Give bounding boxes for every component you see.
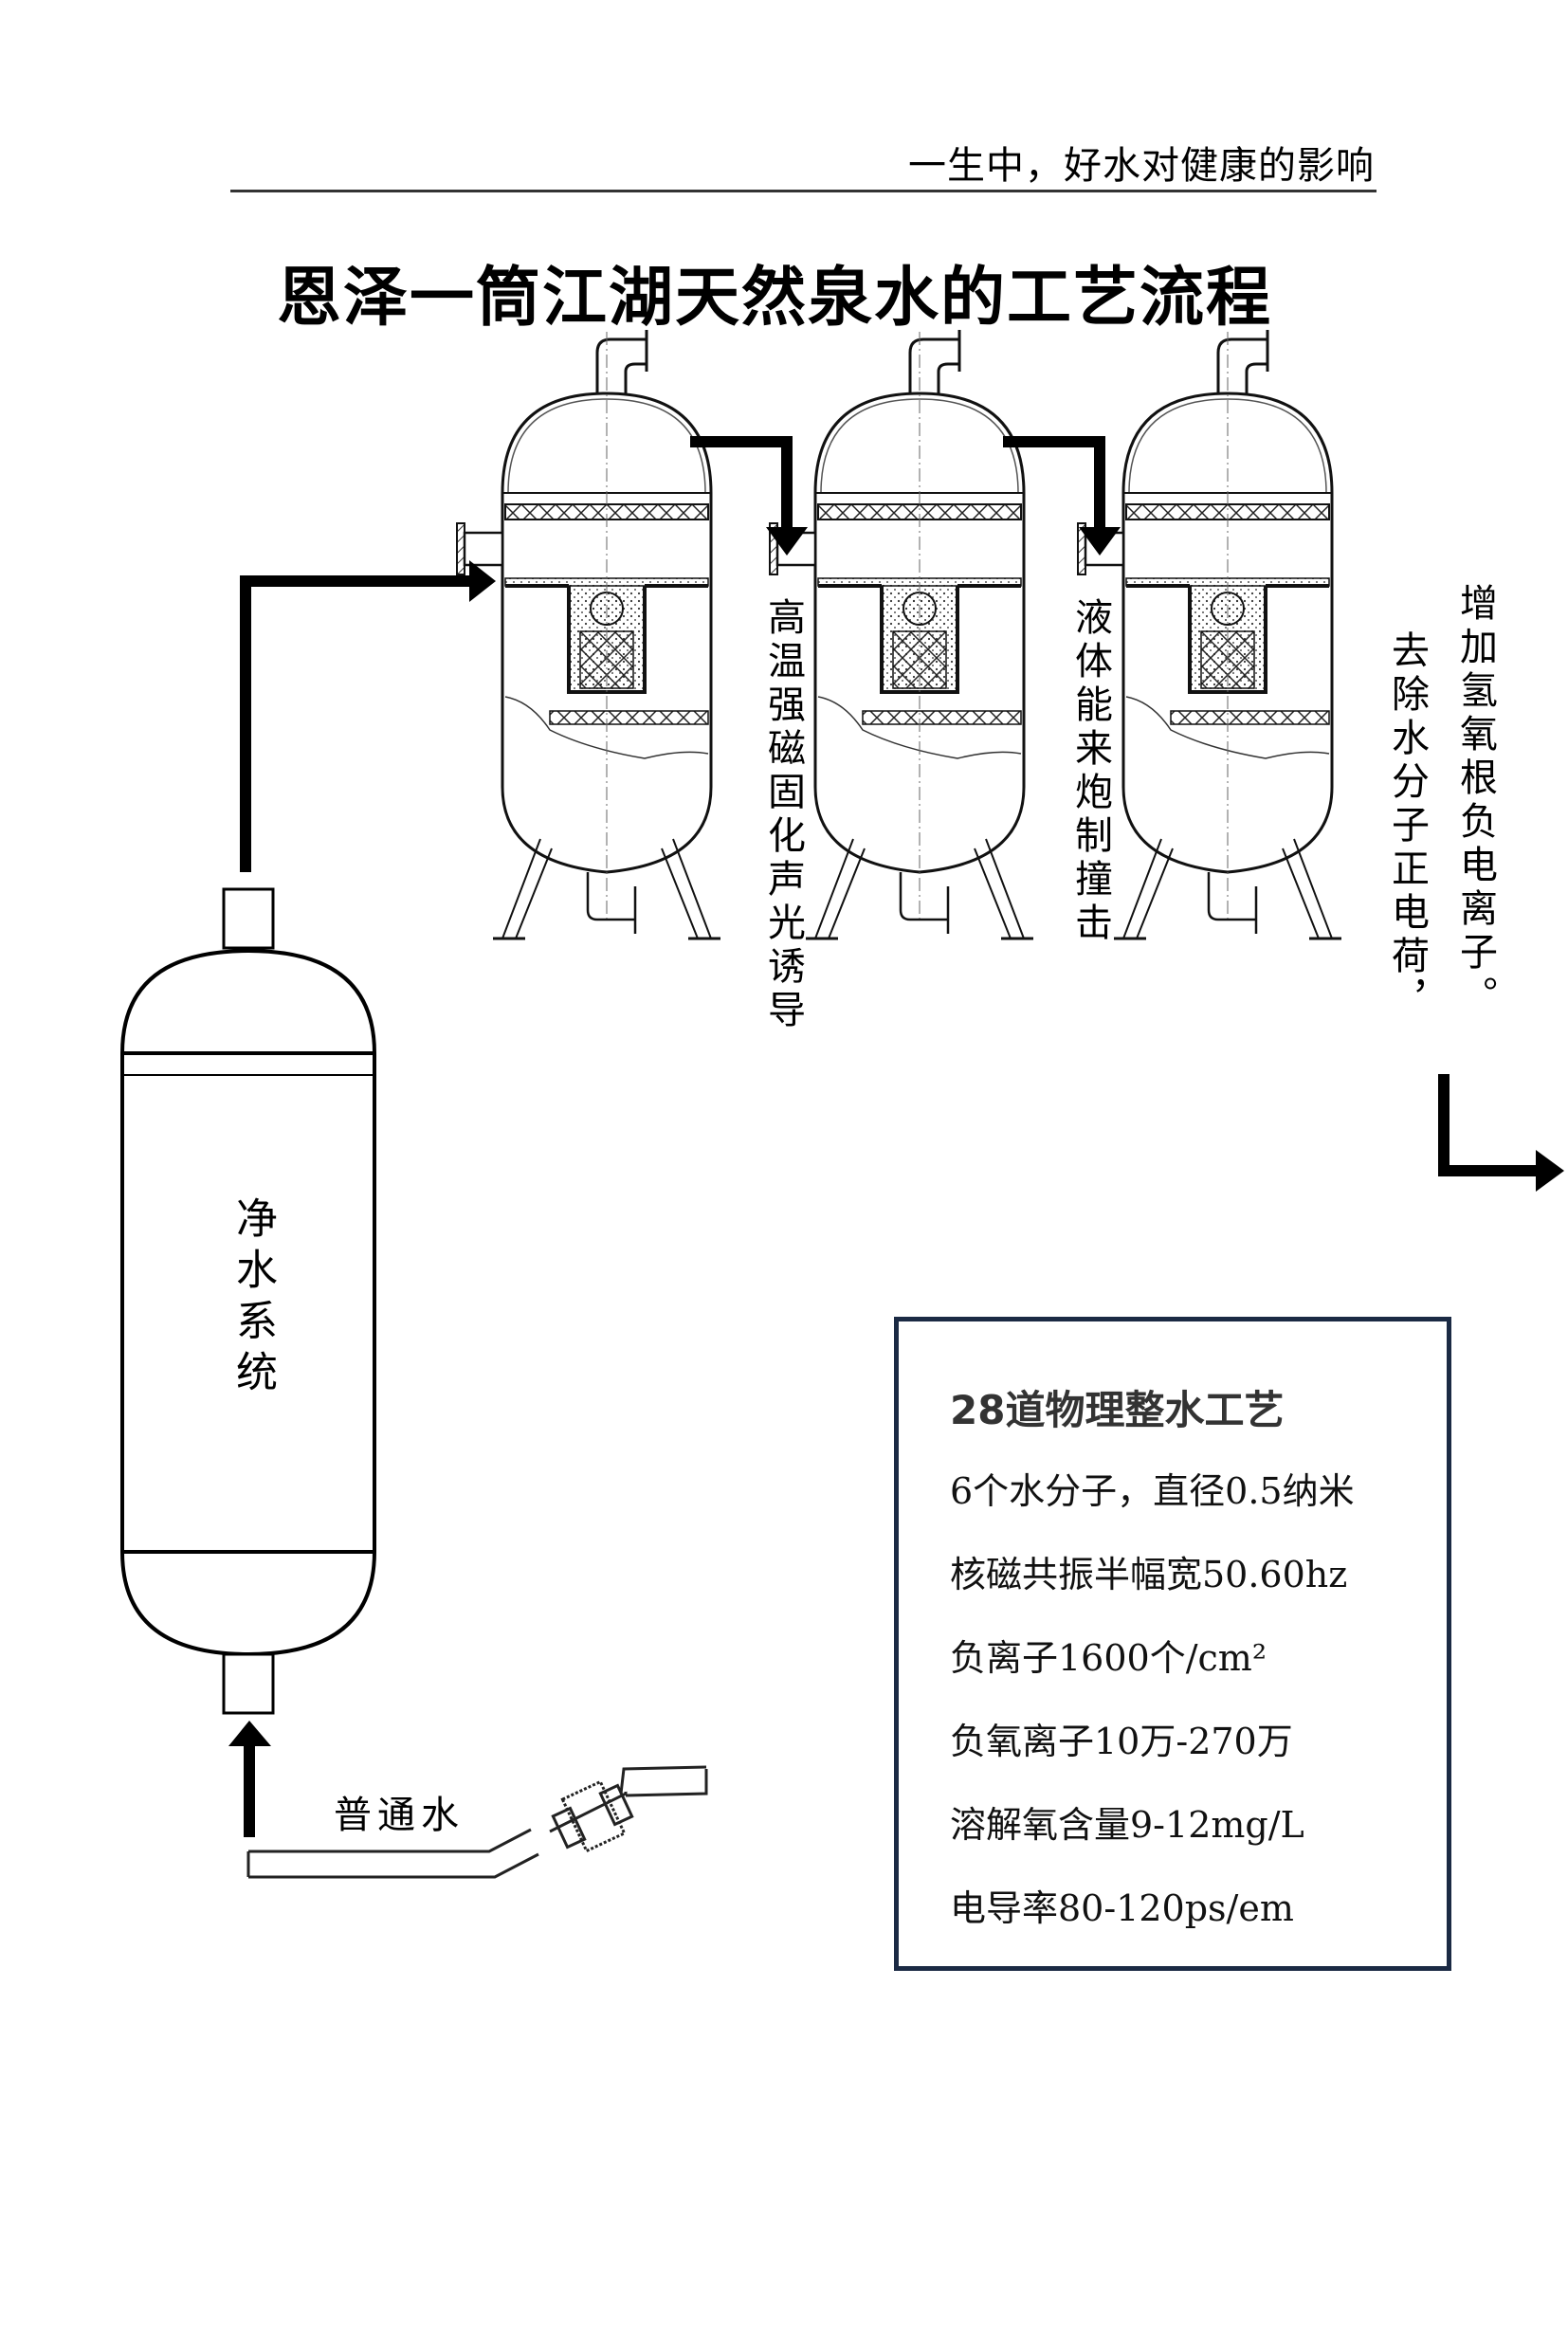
header-subtitle: 一生中，好水对健康的影响 [908,144,1375,188]
arrow-stage1-to-stage2 [690,436,793,531]
inlet-pipe [246,1765,708,1879]
spec-line: 负氧离子10万-270万 [950,1721,1293,1762]
arrow-head-icon [1079,527,1121,556]
arrow-purifier-to-vessel [240,575,474,872]
purifier-label: 净水系统 [228,1196,277,1401]
arrow-head-icon [766,527,808,556]
arrow-head-icon [469,560,496,602]
arrow-head-icon [1536,1150,1564,1192]
purifier-tank [120,887,376,1715]
spec-line: 溶解氧含量9-12mg/L [950,1804,1304,1846]
arrow-inlet [244,1742,255,1837]
stage-3-label-line-2: 去除水分子正电荷， [1385,630,1429,1023]
vessel-3 [1076,328,1343,940]
stage-3-label-line-1: 增加氢氧根负电离子。 [1453,583,1497,1019]
arrow-head-icon [228,1721,271,1746]
spec-title: 28道物理整水工艺 [950,1387,1285,1433]
arrow-stage2-to-stage3 [1003,436,1105,531]
stage-1-label: 高温强磁固化声光诱导 [761,597,805,1033]
spec-line: 核磁共振半幅宽50.60hz [950,1554,1348,1595]
spec-line: 电导率80-120ps/em [950,1887,1294,1929]
vessel-2 [768,328,1035,940]
header-divider [230,190,1377,192]
spec-line: 6个水分子，直径0.5纳米 [950,1470,1355,1512]
inlet-label: 普通水 [334,1794,465,1837]
page-title: 恩泽一筒江湖天然泉水的工艺流程 [276,261,1272,336]
spec-box: 28道物理整水工艺 6个水分子，直径0.5纳米 核磁共振半幅宽50.60hz 负… [894,1317,1451,1971]
spec-line: 负离子1600个/cm² [950,1637,1267,1679]
vessel-1 [455,328,722,940]
arrow-output [1438,1074,1541,1176]
stage-2-label: 液体能来炮制撞击 [1068,597,1112,946]
